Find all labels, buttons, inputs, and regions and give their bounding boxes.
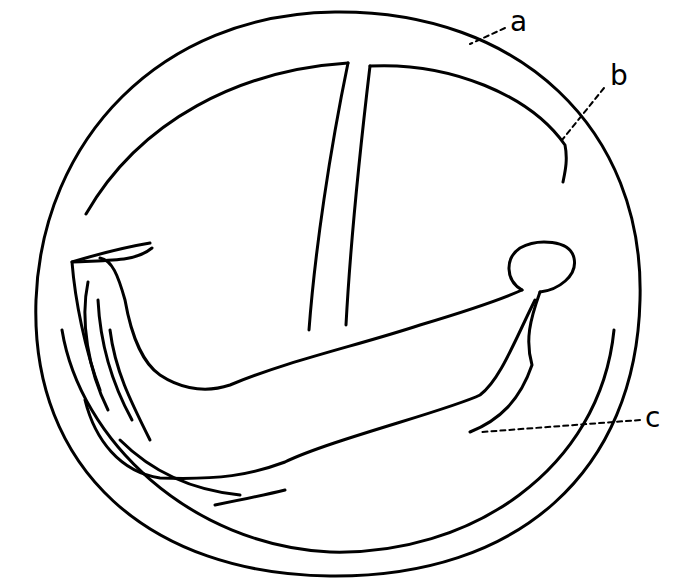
- body: [85, 300, 535, 478]
- leader-line: [562, 88, 604, 140]
- stalk: [309, 63, 348, 330]
- leader-line: [470, 28, 505, 44]
- body: [100, 258, 522, 389]
- fan: [215, 490, 285, 505]
- part-label: b: [608, 62, 630, 90]
- stalk: [346, 66, 370, 325]
- part-label: c: [643, 404, 662, 432]
- inner-wall: [370, 66, 566, 182]
- fan: [110, 330, 150, 440]
- knob: [509, 242, 575, 292]
- part-label: a: [508, 8, 529, 36]
- fan: [120, 440, 240, 495]
- inner-wall: [86, 63, 348, 214]
- leader-line: [482, 420, 640, 432]
- fan: [72, 248, 152, 262]
- outer-wall: [36, 12, 640, 576]
